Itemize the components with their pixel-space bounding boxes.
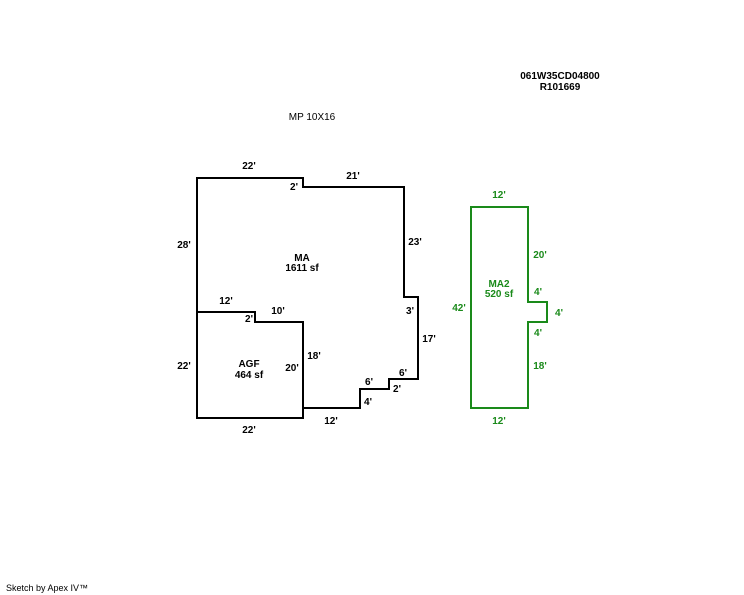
- dim-agf-bottom: 22': [242, 425, 256, 436]
- dim-ma-top-right: 21': [346, 171, 360, 182]
- dim-ma-bottom: 12': [324, 416, 338, 427]
- dim-ma-inner-top2: 10': [271, 306, 285, 317]
- ma2-outline: [470, 206, 548, 409]
- dim-ma-top-left: 22': [242, 161, 256, 172]
- dim-agf-left: 22': [177, 361, 191, 372]
- dim-ma-inner-right: 18': [307, 351, 321, 362]
- dim-ma2-top: 12': [492, 190, 506, 201]
- dim-ma-left: 28': [177, 240, 191, 251]
- dim-ma-inner-top: 12': [219, 296, 233, 307]
- dim-ma-right-upper: 23': [408, 237, 422, 248]
- sketch-credit: Sketch by Apex IV™: [6, 583, 89, 593]
- agf-area-name: AGF: [238, 359, 259, 370]
- dim-ma-step-v1: 4': [364, 397, 372, 408]
- dim-ma-right-lower: 17': [422, 334, 436, 345]
- ma-area-name: MA: [294, 253, 310, 264]
- dim-ma-step-v2: 2': [393, 384, 401, 395]
- dim-ma2-bottom: 12': [492, 416, 506, 427]
- ma2-area-size: 520 sf: [485, 289, 514, 300]
- dim-ma-step-h2: 6': [399, 368, 407, 379]
- dim-ma-step-top: 2': [290, 182, 298, 193]
- dim-ma-step-h1: 6': [365, 377, 373, 388]
- dim-ma2-right-upper: 20': [533, 250, 547, 261]
- dim-ma-inner-step: 2': [245, 314, 253, 325]
- ma-outline: [196, 177, 419, 419]
- dim-ma2-right-lower: 18': [533, 361, 547, 372]
- dim-agf-right: 20': [285, 363, 299, 374]
- sketch-note: MP 10X16: [289, 112, 336, 123]
- parcel-id: 061W35CD04800: [520, 71, 600, 82]
- ma-area-size: 1611 sf: [285, 263, 319, 274]
- dim-ma-right-step: 3': [406, 306, 414, 317]
- agf-area-size: 464 sf: [235, 370, 264, 381]
- dim-ma2-bump-bottom: 4': [534, 328, 542, 339]
- ma2-area-name: MA2: [488, 279, 510, 290]
- dim-ma2-bump-top: 4': [534, 287, 542, 298]
- dim-ma2-bump-depth: 4': [555, 308, 563, 319]
- agf-divider: [197, 311, 304, 408]
- dim-ma2-left: 42': [452, 303, 466, 314]
- account-number: R101669: [540, 82, 581, 93]
